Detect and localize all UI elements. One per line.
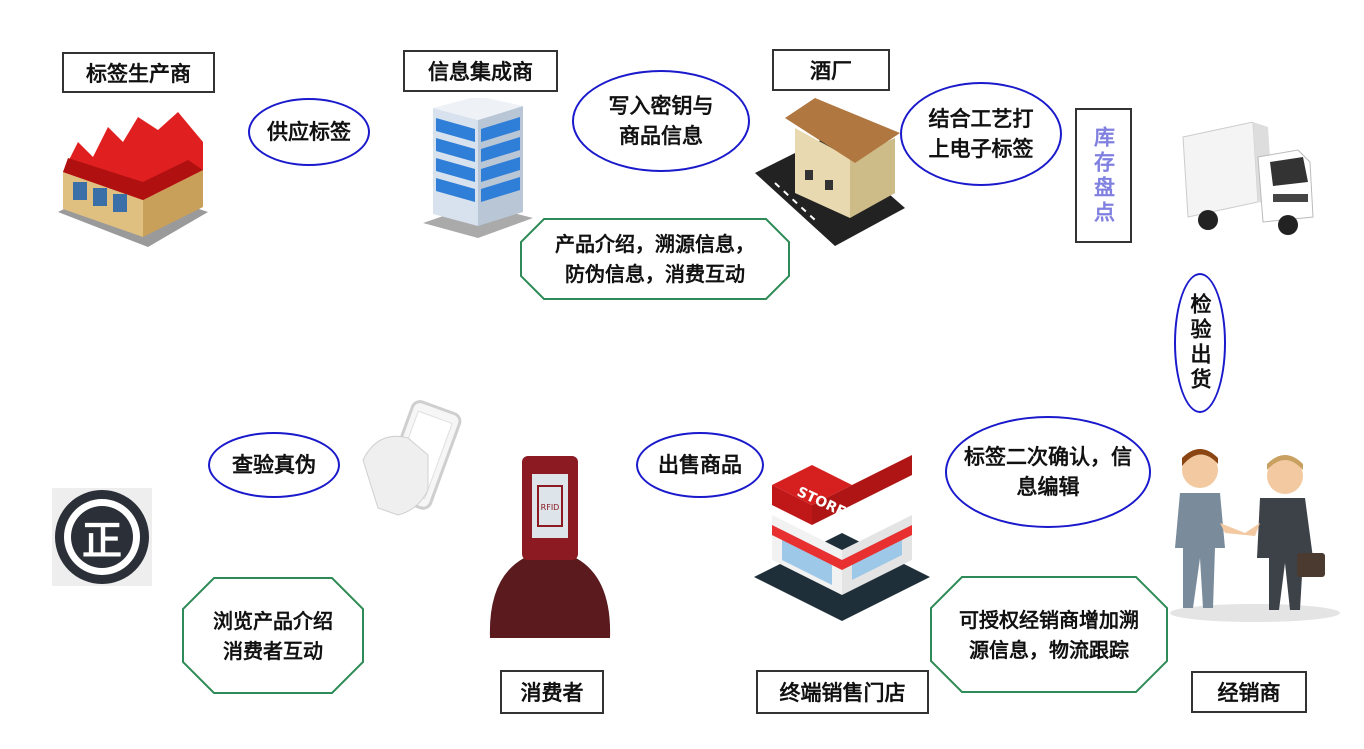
write-keys-text: 写入密钥与商品信息 xyxy=(608,94,714,148)
phone-hand-illustration xyxy=(362,400,462,516)
craft-tag-ellipse: 结合工艺打上电子标签 xyxy=(900,82,1062,186)
sell-text: 出售商品 xyxy=(658,453,742,477)
inspect-ship-text: 检验出货 xyxy=(1188,293,1212,393)
product-info-note: 产品介绍，溯源信息， 防伪信息，消费互动 xyxy=(520,218,790,300)
inventory-box: 库存盘点 xyxy=(1075,108,1132,243)
label-maker-text: 标签生产商 xyxy=(86,61,191,86)
office-building-illustration xyxy=(423,98,533,238)
factory-illustration xyxy=(58,112,208,247)
supply-labels-text: 供应标签 xyxy=(267,120,351,144)
sell-ellipse: 出售商品 xyxy=(636,432,764,498)
secondary-confirm-ellipse: 标签二次确认，信息编辑 xyxy=(945,416,1151,528)
inspect-ship-ellipse: 检验出货 xyxy=(1174,273,1226,413)
consumer-text: 消费者 xyxy=(520,681,584,705)
truck-illustration xyxy=(1182,122,1314,235)
winery-illustration xyxy=(755,98,905,246)
distributor-box: 经销商 xyxy=(1191,671,1307,713)
product-info-text: 产品介绍，溯源信息， 防伪信息，消费互动 xyxy=(555,232,755,286)
genuine-icon-circle: 正 xyxy=(55,490,149,584)
store-text: 终端销售门店 xyxy=(779,681,906,705)
distributor-text: 经销商 xyxy=(1217,681,1281,705)
craft-tag-text: 结合工艺打上电子标签 xyxy=(928,107,1034,161)
integrator-text: 信息集成商 xyxy=(428,60,533,84)
label-maker-box: 标签生产商 xyxy=(62,52,215,93)
browse-frame xyxy=(182,577,364,694)
consumer-box: 消费者 xyxy=(500,670,604,714)
handshake-illustration xyxy=(1170,449,1340,622)
genuine-icon-inner: 正 xyxy=(64,499,140,575)
winery-box: 酒厂 xyxy=(772,49,890,91)
wine-bottle-illustration: RFID xyxy=(489,456,611,638)
winery-text: 酒厂 xyxy=(810,59,852,83)
genuine-icon-core: 正 xyxy=(71,506,133,568)
genuine-icon: 正 xyxy=(52,488,152,586)
integrator-box: 信息集成商 xyxy=(403,50,558,92)
secondary-confirm-text: 标签二次确认，信息编辑 xyxy=(964,445,1132,499)
inventory-text: 库存盘点 xyxy=(1091,125,1116,226)
verify-ellipse: 查验真伪 xyxy=(208,432,340,498)
verify-text: 查验真伪 xyxy=(232,453,316,477)
store-box: 终端销售门店 xyxy=(756,670,929,714)
browse-note: 浏览产品介绍 消费者互动 xyxy=(182,577,364,694)
product-info-frame xyxy=(520,218,790,300)
browse-text: 浏览产品介绍 消费者互动 xyxy=(213,608,333,663)
distributor-auth-note: 可授权经销商增加溯 源信息，物流跟踪 xyxy=(930,576,1168,693)
distributor-auth-frame xyxy=(930,576,1168,693)
write-keys-ellipse: 写入密钥与商品信息 xyxy=(572,70,750,172)
supply-labels-ellipse: 供应标签 xyxy=(248,98,370,166)
genuine-icon-glyph: 正 xyxy=(82,518,122,564)
rfid-label: RFID xyxy=(541,503,560,512)
store-illustration: STORE xyxy=(754,455,930,621)
distributor-auth-text: 可授权经销商增加溯 源信息，物流跟踪 xyxy=(959,607,1139,662)
